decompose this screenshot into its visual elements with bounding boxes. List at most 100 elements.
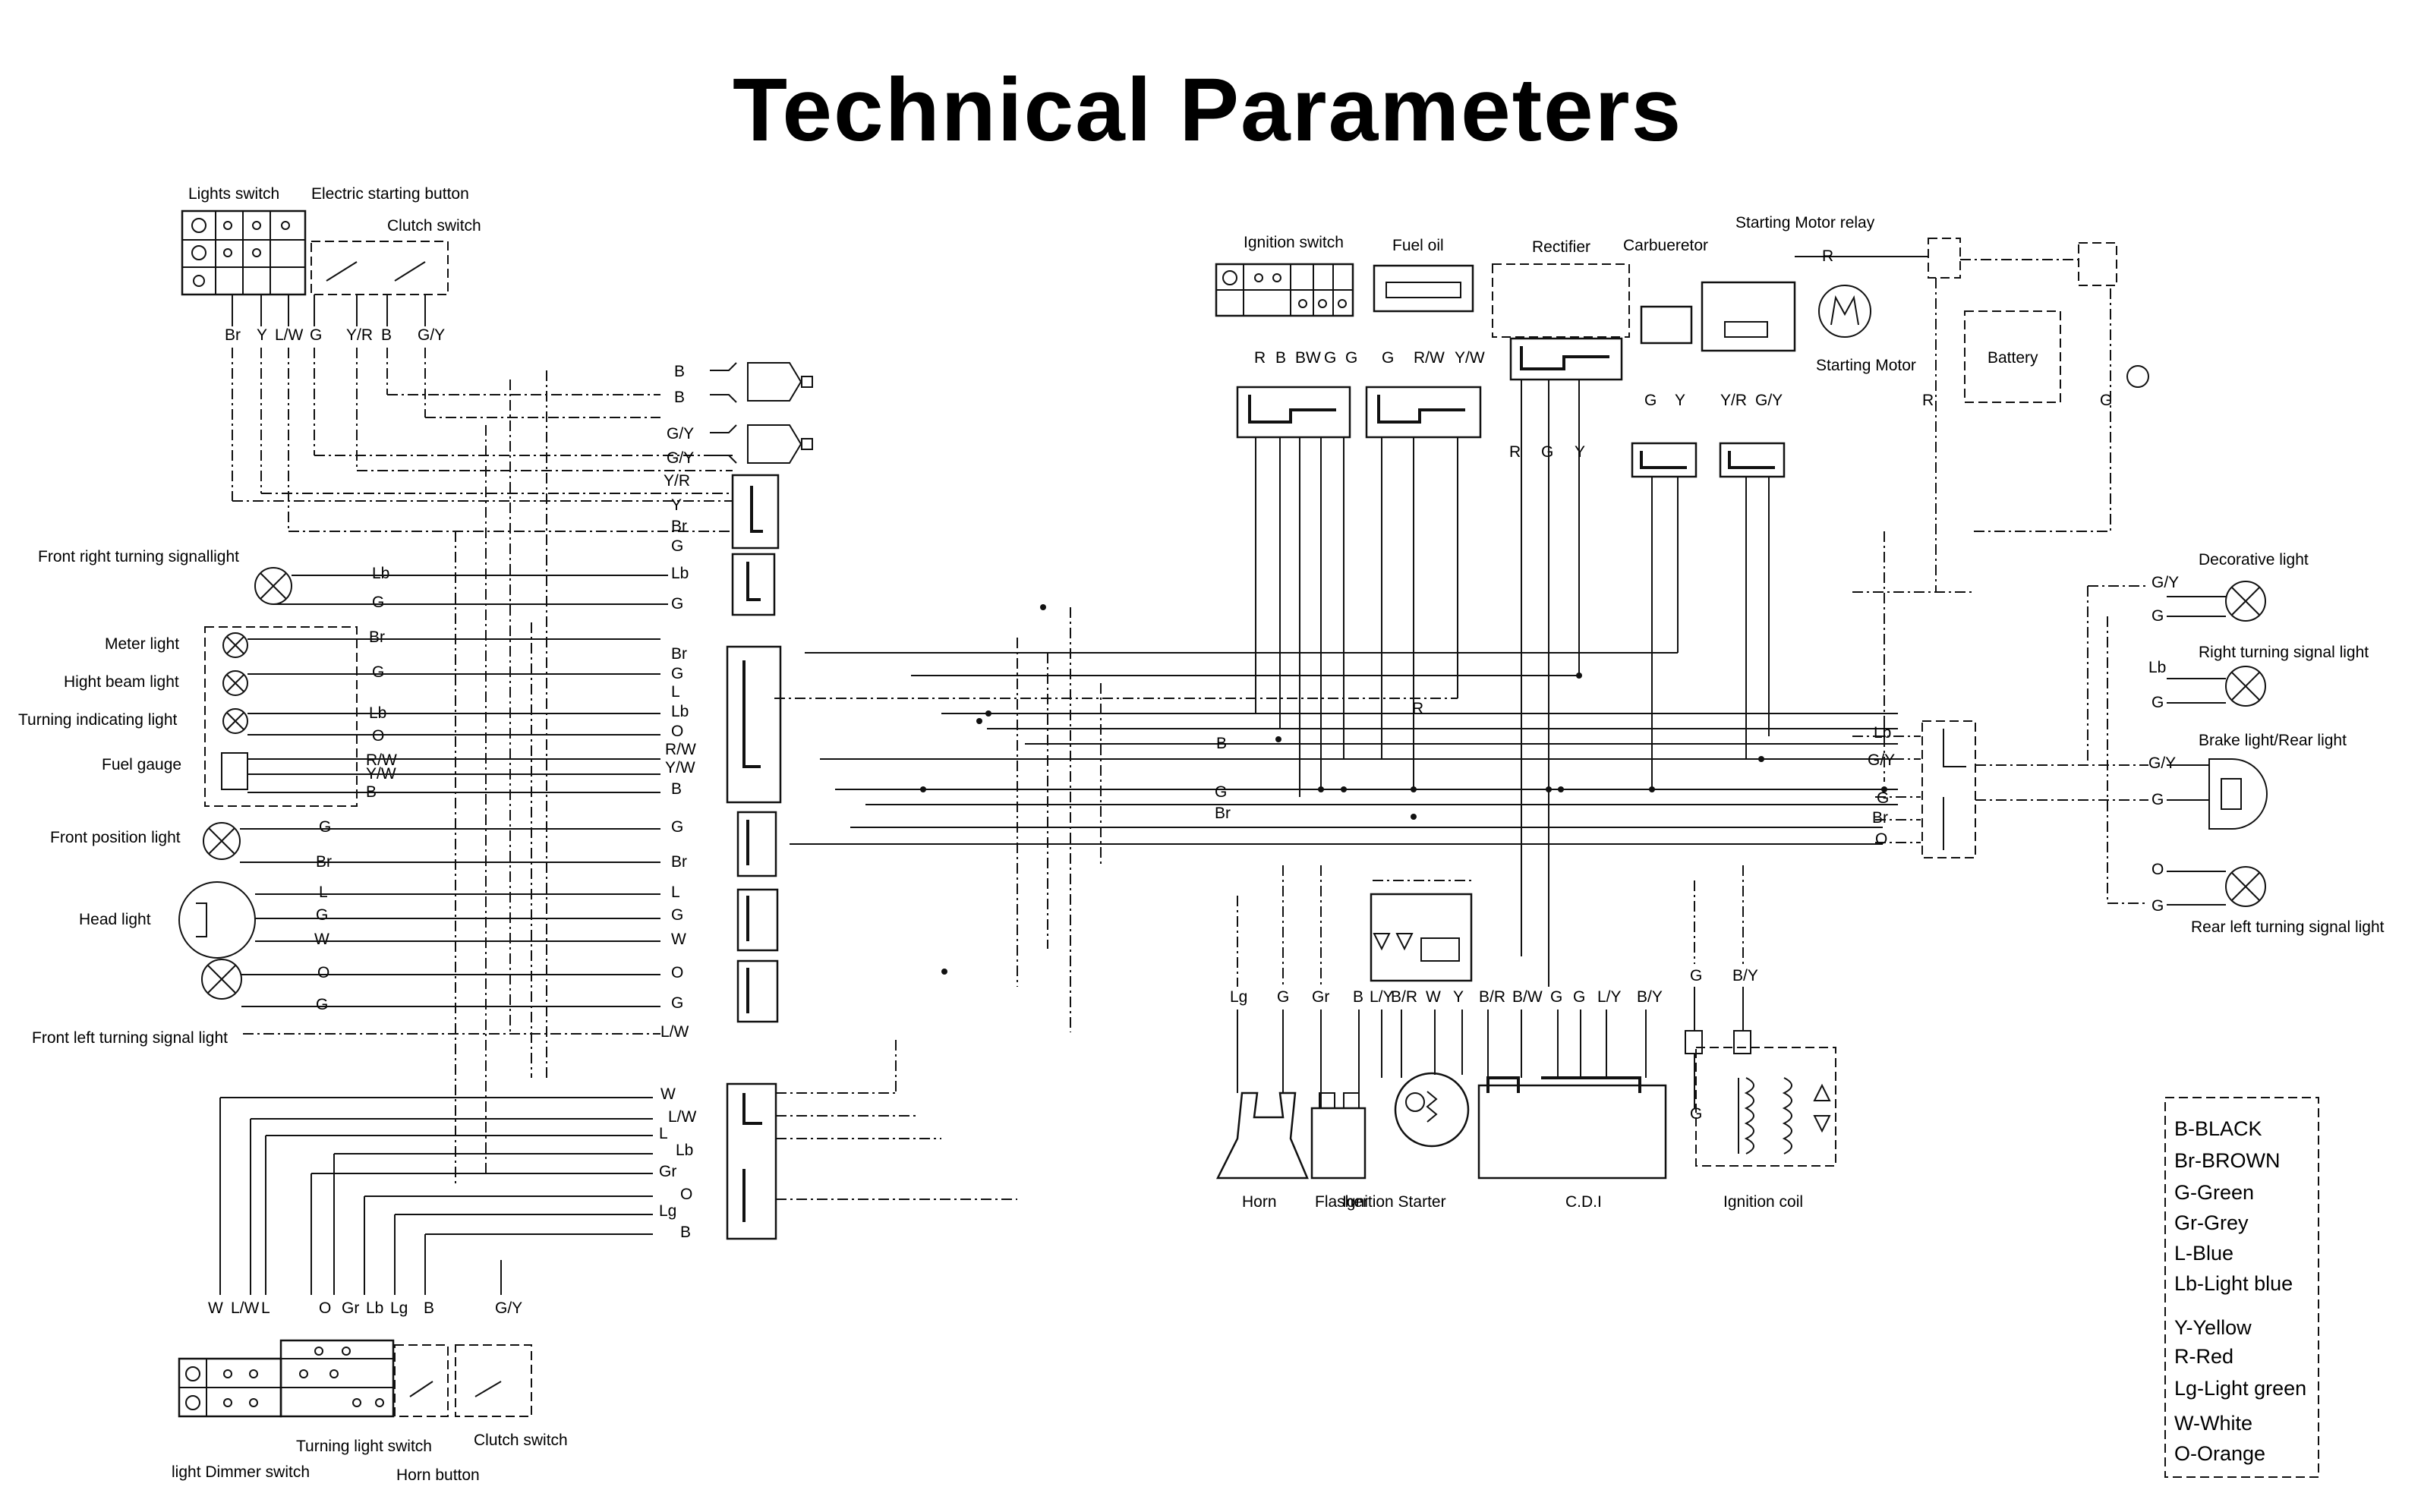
ignition-starter-label: Ignition Starter — [1342, 1193, 1446, 1211]
legend-item: B-BLACK — [2174, 1117, 2262, 1140]
wire-label: G — [310, 326, 322, 344]
starting-motor-relay-label: Starting Motor relay — [1735, 214, 1875, 232]
wire-label: Gr — [342, 1299, 359, 1317]
wire-label: Y/R — [664, 472, 690, 490]
legend-item: Br-BROWN — [2174, 1149, 2280, 1172]
wire-label: G — [2151, 607, 2164, 625]
page-title: Technical Parameters — [733, 60, 1682, 160]
wire-label: B — [680, 1224, 691, 1241]
wire-label: Y — [1453, 988, 1464, 1006]
wire-label: R — [1412, 700, 1423, 717]
wire-label: R/W — [366, 751, 397, 769]
wire-label: Y/R — [346, 326, 373, 344]
bottom-center-components: Lg G Gr B L/Y B/R W Y B/R B/W G G L/Y B/… — [1215, 865, 1836, 1211]
wire-label: B — [674, 389, 685, 406]
wire-label: G — [1215, 783, 1227, 801]
wire-label: W — [314, 931, 329, 948]
wire-label: G/Y — [418, 326, 445, 344]
legend-item: L-Blue — [2174, 1242, 2233, 1265]
wire-label: L/Y — [1370, 988, 1394, 1006]
rectifier-label: Rectifier — [1532, 238, 1590, 256]
wire-label: G — [316, 996, 328, 1013]
starting-motor-label: Starting Motor — [1816, 357, 1916, 374]
wire-label: G — [671, 665, 683, 682]
wire-label: G — [372, 663, 384, 681]
meter-light-label: Meter light — [105, 635, 179, 653]
wire-label: G — [1644, 392, 1657, 409]
legend-item: Lb-Light blue — [2174, 1272, 2293, 1295]
wire-label: L/W — [668, 1108, 697, 1126]
wire-label: Lb — [676, 1142, 693, 1159]
carburetor-label: Carbueretor — [1623, 237, 1708, 254]
wire-label: O — [671, 964, 683, 981]
wire-label: L — [671, 683, 680, 701]
wire-label: G/Y — [667, 425, 694, 443]
wire-label: R — [1822, 247, 1833, 265]
legend-item: Y-Yellow — [2174, 1316, 2252, 1339]
battery-label: Battery — [1988, 349, 2038, 367]
wire-label: B — [424, 1299, 434, 1317]
wire-label: Br — [369, 628, 385, 646]
turning-light-switch-label: Turning light switch — [296, 1438, 432, 1455]
wire-label: G — [2151, 791, 2164, 808]
wire-label: O — [319, 1299, 331, 1317]
center-wiring — [774, 278, 2111, 1032]
left-wiring-bundle — [232, 348, 733, 1184]
rear-left-turning-label: Rear left turning signal light — [2191, 918, 2385, 936]
wire-label: G — [316, 906, 328, 924]
wire-label: G — [671, 994, 683, 1012]
wire-label: L — [319, 884, 328, 901]
legend-item: R-Red — [2174, 1345, 2233, 1368]
wire-label: BW — [1295, 349, 1321, 367]
wire-label: W — [1426, 988, 1441, 1006]
wire-label: Y/W — [1455, 349, 1485, 367]
wire-label: Y — [671, 496, 682, 514]
wire-label: Lb — [372, 565, 389, 582]
wire-label: G/Y — [495, 1299, 522, 1317]
top-center-components: Ignition switch Fuel oil Rectifier Carbu… — [1215, 214, 2149, 478]
wire-label: G — [671, 818, 683, 836]
wire-label: B — [671, 780, 682, 798]
wire-label: G — [2151, 897, 2164, 915]
color-legend: B-BLACK Br-BROWN G-Green Gr-Grey L-Blue … — [2164, 1097, 2319, 1478]
wire-label: G — [671, 537, 683, 555]
wire-label: O — [2151, 861, 2164, 878]
wire-label: O — [680, 1186, 692, 1203]
center-left-connectors: B B G/Y G/Y Y/R Y Br G Lb G Br G L Lb O … — [660, 362, 813, 1041]
legend-item: Lg-Light green — [2174, 1377, 2306, 1400]
wire-label: L/W — [275, 326, 304, 344]
wire-label: L/W — [660, 1023, 689, 1041]
wire-label: Lb — [2148, 659, 2166, 676]
wire-label: Y — [257, 326, 267, 344]
wire-label: Br — [225, 326, 241, 344]
wire-label: G — [372, 594, 384, 611]
wire-label: G — [1345, 349, 1357, 367]
right-lamps: Decorative light Right turning signal li… — [1215, 551, 2385, 936]
wire-label: G/Y — [667, 449, 694, 467]
wire-label: B/Y — [1732, 967, 1758, 984]
wire-label: R — [1254, 349, 1266, 367]
wire-label: B/Y — [1637, 988, 1663, 1006]
electric-starting-button-label: Electric starting button — [311, 185, 469, 203]
wire-label: Br — [671, 645, 687, 663]
wire-label: G — [1690, 1105, 1702, 1123]
wire-label: Gr — [659, 1163, 676, 1180]
fuel-oil-label: Fuel oil — [1392, 237, 1444, 254]
bottom-left-switch-cluster: W L/W L Lb Gr O Lg B W L/W L O Gr Lb — [172, 1040, 1017, 1484]
decorative-light-label: Decorative light — [2199, 551, 2309, 569]
wire-label: B/R — [1479, 988, 1505, 1006]
clutch-switch-top-label: Clutch switch — [387, 217, 481, 235]
wire-label: B — [1275, 349, 1286, 367]
left-lamps: Front right turning signallight Meter li… — [18, 548, 668, 1047]
wire-label: G — [1277, 988, 1289, 1006]
wire-label: G — [1382, 349, 1394, 367]
wire-label: W — [671, 931, 686, 948]
wire-label: G — [671, 906, 683, 924]
wire-label: B — [1216, 735, 1227, 752]
front-position-light-label: Front position light — [50, 829, 181, 846]
turning-indicating-light-label: Turning indicating light — [18, 711, 178, 729]
wire-label: R — [1922, 392, 1934, 409]
wire-label: G/Y — [2148, 754, 2176, 772]
head-light-label: Head light — [79, 911, 151, 928]
